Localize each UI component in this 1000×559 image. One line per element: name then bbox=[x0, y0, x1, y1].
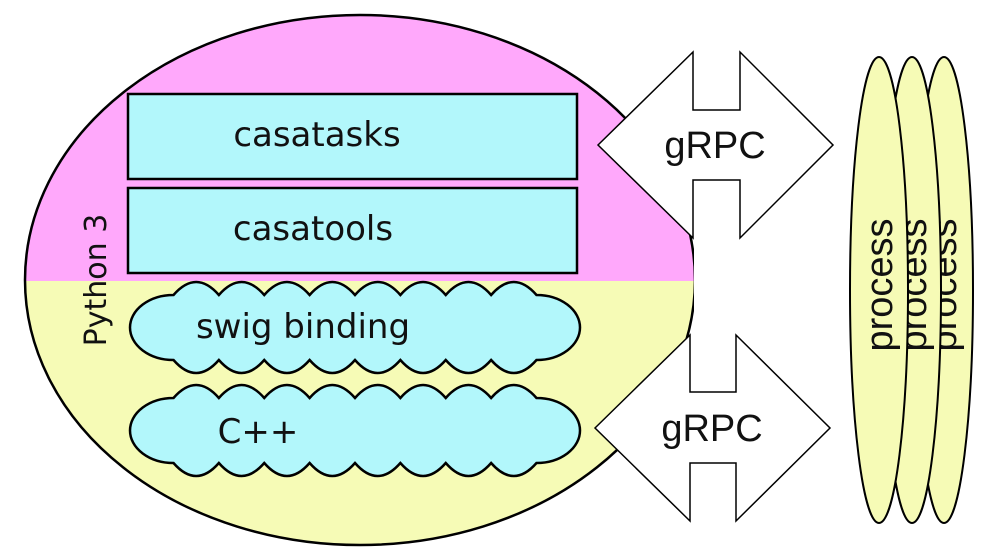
grpc-connector-bottom: gRPC bbox=[593, 333, 832, 523]
double-arrow-icon bbox=[596, 50, 835, 240]
cpp-cloud bbox=[128, 383, 582, 478]
process-1: process bbox=[849, 56, 909, 524]
process-ellipse bbox=[849, 56, 909, 524]
process-stack: process process process bbox=[849, 56, 974, 524]
double-arrow-icon bbox=[593, 333, 832, 523]
casatasks-label: casatasks bbox=[233, 115, 400, 155]
casatasks-box bbox=[126, 92, 579, 181]
runtime-label: Python 3 bbox=[79, 214, 114, 347]
swig-binding-cloud bbox=[128, 280, 582, 375]
process-label: process bbox=[859, 218, 901, 351]
layer-swig-binding: swig binding bbox=[128, 280, 582, 375]
layer-casatools: casatools bbox=[126, 186, 579, 275]
grpc-label-top: gRPC bbox=[664, 125, 765, 167]
grpc-label-bottom: gRPC bbox=[661, 408, 762, 450]
grpc-connector-top: gRPC bbox=[596, 50, 835, 240]
layer-casatasks: casatasks bbox=[126, 92, 579, 181]
cpp-label: C++ bbox=[218, 412, 299, 452]
swig-binding-label: swig binding bbox=[196, 307, 410, 347]
layer-cpp: C++ bbox=[128, 383, 582, 478]
oval-outline bbox=[23, 13, 694, 547]
casatools-label: casatools bbox=[233, 209, 393, 249]
casatools-box bbox=[126, 186, 579, 275]
